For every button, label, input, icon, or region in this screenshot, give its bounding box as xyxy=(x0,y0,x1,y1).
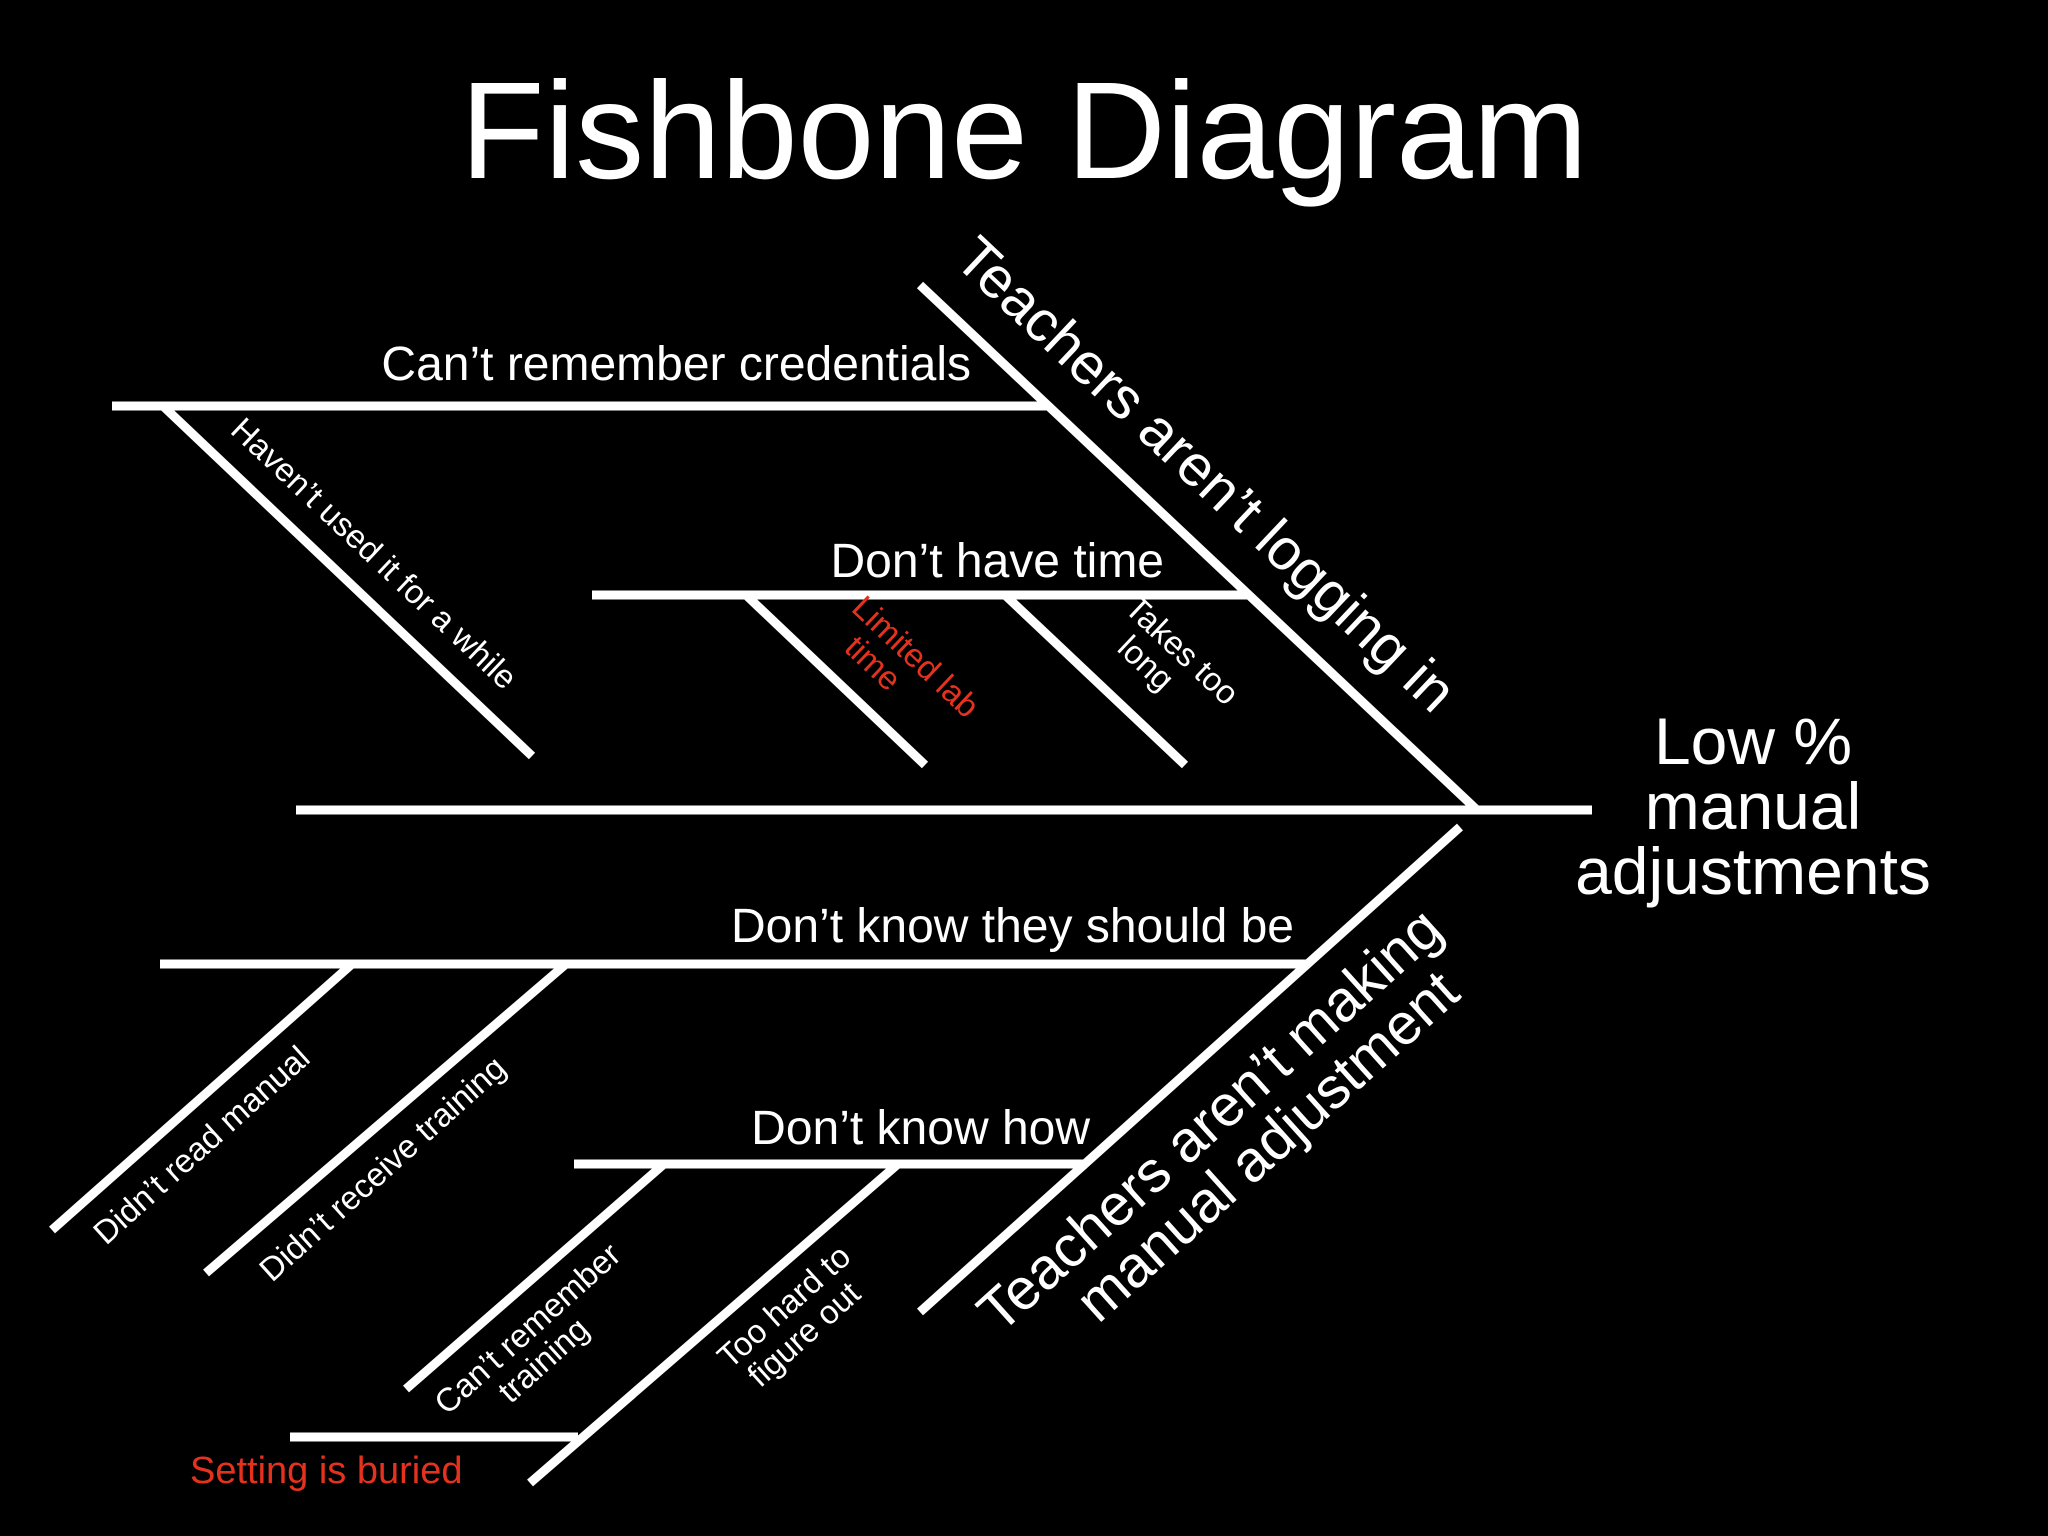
cause-bone-didnt-read-manual xyxy=(49,960,355,1234)
subcause-label-dont-know-should: Don’t know they should be xyxy=(731,900,1294,953)
effect-line-1: Low % xyxy=(1654,704,1852,778)
effect-line-2: manual xyxy=(1645,769,1861,843)
cause-bone-too-hard xyxy=(527,1160,901,1487)
subcause-label-dont-know-how: Don’t know how xyxy=(751,1102,1090,1155)
category-bone-manual-adjustment xyxy=(916,823,1464,1316)
cause-bone-havent-used xyxy=(159,402,536,760)
category-label-manual-adjustment-line-2: manual adjustment xyxy=(1063,958,1471,1334)
cause-bone-cant-remember-training xyxy=(403,1160,667,1393)
effect-line-3: adjustments xyxy=(1575,834,1931,908)
effect-label: Low % manual adjustments xyxy=(1575,704,1931,908)
cause-label-didnt-read-manual: Didn’t read manual xyxy=(86,1038,317,1251)
cause-label-takes-too-long: Takes too long xyxy=(1111,588,1246,712)
cause-label-too-hard: Too hard to figure out xyxy=(710,1237,867,1394)
cause-label-havent-used: Haven’t used it for a while xyxy=(224,410,524,696)
cause-label-setting-buried: Setting is buried xyxy=(190,1450,463,1492)
category-bone-logging-in xyxy=(916,281,1481,814)
subcause-label-no-time: Don’t have time xyxy=(831,535,1165,588)
subcause-label-credentials: Can’t remember credentials xyxy=(381,338,971,391)
cause-bone-didnt-receive-training xyxy=(203,960,569,1277)
diagram-title: Fishbone Diagram xyxy=(460,54,1588,208)
cause-bone-takes-too-long xyxy=(1001,591,1189,769)
cause-bone-limited-lab xyxy=(742,591,929,769)
cause-label-limited-lab: Limited lab time xyxy=(838,588,987,724)
